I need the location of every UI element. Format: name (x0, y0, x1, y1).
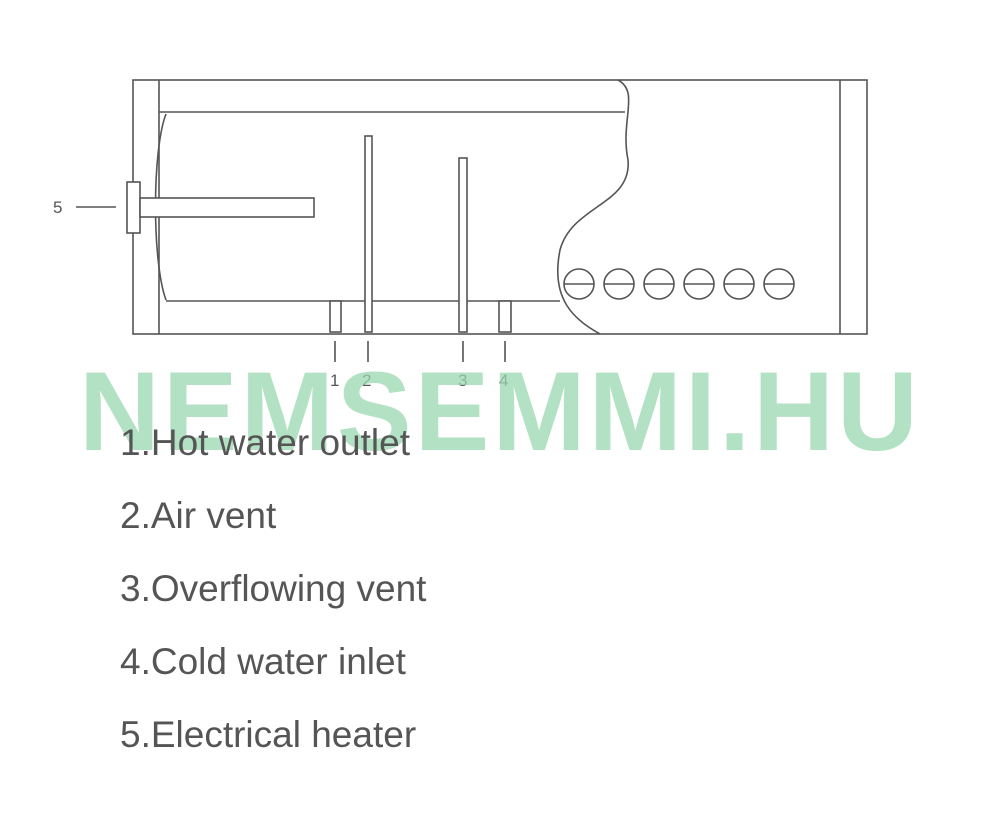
callout-4: 4 (499, 371, 508, 390)
callout-2: 2 (362, 371, 371, 390)
vacuum-tubes (563, 268, 795, 300)
callout-3: 3 (458, 371, 467, 390)
legend-item: 5.Electrical heater (120, 714, 417, 755)
air-vent-pipe (364, 135, 373, 333)
callout-1: 1 (330, 371, 339, 390)
vacuum-tube (643, 268, 675, 300)
vacuum-tube (763, 268, 795, 300)
heater-element (139, 197, 315, 218)
vacuum-tube (723, 268, 755, 300)
vacuum-tube (563, 268, 595, 300)
legend-item: 2.Air vent (120, 495, 277, 536)
hot-water-outlet-pipe (329, 300, 342, 333)
water-heater-diagram: 1 2 3 4 5 (53, 79, 868, 390)
legend-item: 4.Cold water inlet (120, 641, 406, 682)
overflow-vent-pipe (458, 157, 468, 333)
legend-item: 3.Overflowing vent (120, 568, 427, 609)
watermark: NEMSEMMI.HU (79, 349, 921, 474)
heater-flange (126, 181, 141, 234)
cold-water-inlet-pipe (498, 300, 512, 333)
legend-item: 1.Hot water outlet (120, 422, 410, 463)
vacuum-tube (683, 268, 715, 300)
cutaway-edge (557, 79, 630, 335)
legend-list: 1.Hot water outlet 2.Air vent 3.Overflow… (120, 420, 426, 785)
vacuum-tube (603, 268, 635, 300)
callout-5: 5 (53, 198, 62, 217)
